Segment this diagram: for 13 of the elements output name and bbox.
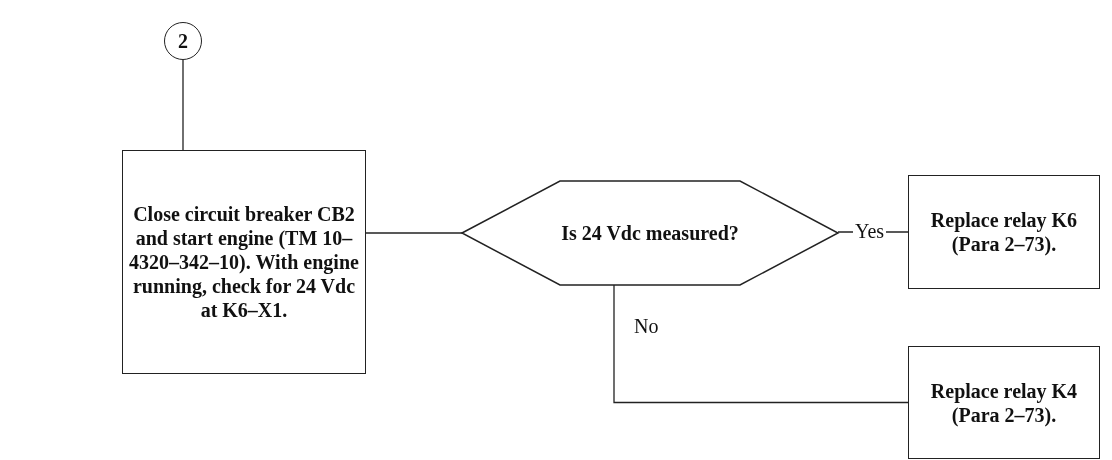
node-text: Replace relay K4 (Para 2–73). [929, 378, 1079, 427]
action-box [908, 346, 1100, 459]
process-box [122, 150, 366, 374]
node-text: Is 24 Vdc measured? [561, 221, 739, 245]
decision-hexagon [462, 181, 838, 285]
connector-line [182, 59, 184, 151]
connector-line [365, 232, 463, 234]
connector-circle [164, 22, 202, 60]
node-text: Close circuit breaker CB2 and start engine (TM 10–4320–342–10). With engine running, check for 24 Vdc at K6–X1. [128, 202, 360, 322]
action-box [908, 175, 1100, 289]
node-text: Replace relay K6 (Para 2–73). [929, 208, 1079, 256]
connector-number: 2 [178, 29, 188, 53]
connector-line [613, 284, 909, 404]
